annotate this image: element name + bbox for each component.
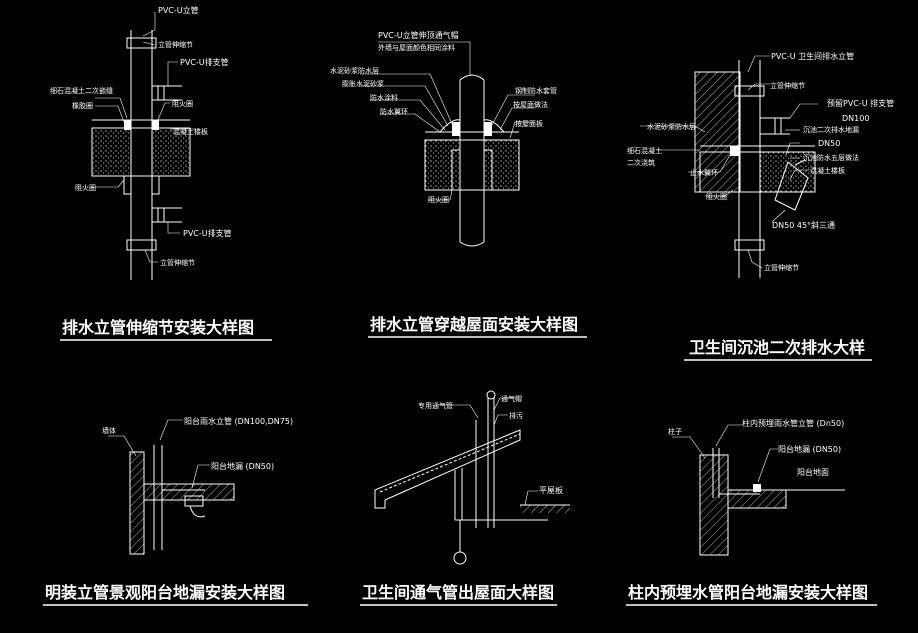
label-roof-slab: 按屋面板 bbox=[515, 119, 543, 128]
label-sunk-pipe: PVC-U 卫生间排水立管 bbox=[771, 51, 854, 61]
label-water-stop-ring: 橡胶圈 bbox=[72, 101, 93, 110]
label-reserved-branch: 预留PVC-U 排支管 bbox=[827, 98, 894, 108]
label-embedded-pipe: 柱内预埋雨水管立管 (Dn50) bbox=[742, 418, 844, 428]
title-detail-4: 明装立管景观阳台地漏安装大样图 bbox=[45, 583, 285, 602]
title-detail-3: 卫生间沉池二次排水大样 bbox=[689, 338, 865, 357]
label-second-pour: 二次浇筑 bbox=[627, 158, 655, 167]
label-sunk-joint-lower: 立管伸缩节 bbox=[764, 263, 799, 272]
title-detail-2: 排水立管穿越屋面安装大样图 bbox=[370, 315, 578, 334]
label-column: 柱子 bbox=[668, 427, 682, 436]
label-vent-cap: 通气帽 bbox=[501, 394, 522, 403]
label-special-vent: 专用通气管 bbox=[418, 401, 453, 410]
title-detail-1: 排水立管伸缩节安装大样图 bbox=[62, 318, 254, 337]
label-ring: 防水翼环 bbox=[380, 107, 408, 116]
label-sunk-floor-drain: 沉池二次排水地漏 bbox=[803, 125, 859, 134]
label-top-pipe: PVC-U立管 bbox=[158, 5, 199, 15]
label-branch-pipe-lower: PVC-U排支管 bbox=[183, 228, 232, 238]
label-wall: 墙体 bbox=[102, 426, 116, 435]
label-dn100: DN100 bbox=[842, 114, 869, 123]
label-branch-pipe: PVC-U排支管 bbox=[180, 57, 229, 67]
label-rain-pipe: 阳台雨水立管 (DN100,DN75) bbox=[184, 416, 293, 426]
label-vent-pipe: PVC-U立管伸顶通气帽 bbox=[378, 30, 459, 40]
label-sunk-fire-ring: 阻火圈 bbox=[706, 192, 727, 201]
label-sunk-fine-concrete: 细石混凝土 bbox=[627, 146, 662, 155]
label-slab: 混凝土楼板 bbox=[173, 127, 208, 136]
label-mortar-waterproof: 水泥砂浆防水层 bbox=[647, 122, 696, 131]
label-waterproof-layer: 水泥砂浆防水层 bbox=[330, 66, 379, 75]
detail-exposed-pipe-drain bbox=[108, 419, 235, 555]
label-balcony-floor: 阳台地面 bbox=[797, 467, 829, 477]
label-dn50: DN50 bbox=[818, 139, 840, 148]
detail-sunken-bathroom bbox=[640, 55, 818, 278]
title-detail-6: 柱内预埋水管阳台地漏安装大样图 bbox=[628, 583, 868, 602]
label-flat-slab: 平屋板 bbox=[539, 485, 563, 495]
label-paint-note: 外墙与屋面颜色相同涂料 bbox=[378, 43, 455, 52]
label-column-drain: 阳台地漏 (DN50) bbox=[778, 444, 841, 454]
label-expansion-joint: 立管伸缩节 bbox=[158, 40, 193, 49]
detail-column-embedded-drain bbox=[672, 424, 845, 556]
label-mortar: 膨胀水泥砂浆 bbox=[342, 79, 384, 88]
detail-vent-through-roof bbox=[374, 390, 570, 565]
detail-roof-penetration bbox=[360, 41, 535, 247]
label-water-stop: 止水翼环 bbox=[690, 168, 718, 177]
label-vent: 排污 bbox=[509, 411, 523, 420]
label-sunk-slab: 混凝土楼板 bbox=[810, 166, 845, 175]
label-sunk-waterproof: 沉池防水五层做法 bbox=[803, 153, 859, 162]
label-tee: DN50 45°斜三通 bbox=[772, 220, 835, 230]
label-fire-ring-2: 阻火圈 bbox=[428, 195, 449, 204]
label-roof-layer: 按屋面做法 bbox=[513, 100, 548, 109]
label-steel-sleeve: 钢制防水套管 bbox=[515, 86, 557, 95]
label-balcony-drain: 阳台地漏 (DN50) bbox=[211, 461, 274, 471]
label-fire-ring-lower: 阻火圈 bbox=[75, 183, 96, 192]
label-expansion-joint-lower: 立管伸缩节 bbox=[160, 258, 195, 267]
label-fire-ring: 阻火圈 bbox=[172, 99, 193, 108]
label-sunk-joint: 立管伸缩节 bbox=[770, 81, 805, 90]
detail-expansion-joint bbox=[91, 12, 195, 280]
label-fine-concrete: 细石混凝土二次嵌缝 bbox=[50, 86, 113, 95]
label-waterproof-coat: 防水涂料 bbox=[370, 93, 398, 102]
title-detail-5: 卫生间通气管出屋面大样图 bbox=[362, 583, 554, 602]
